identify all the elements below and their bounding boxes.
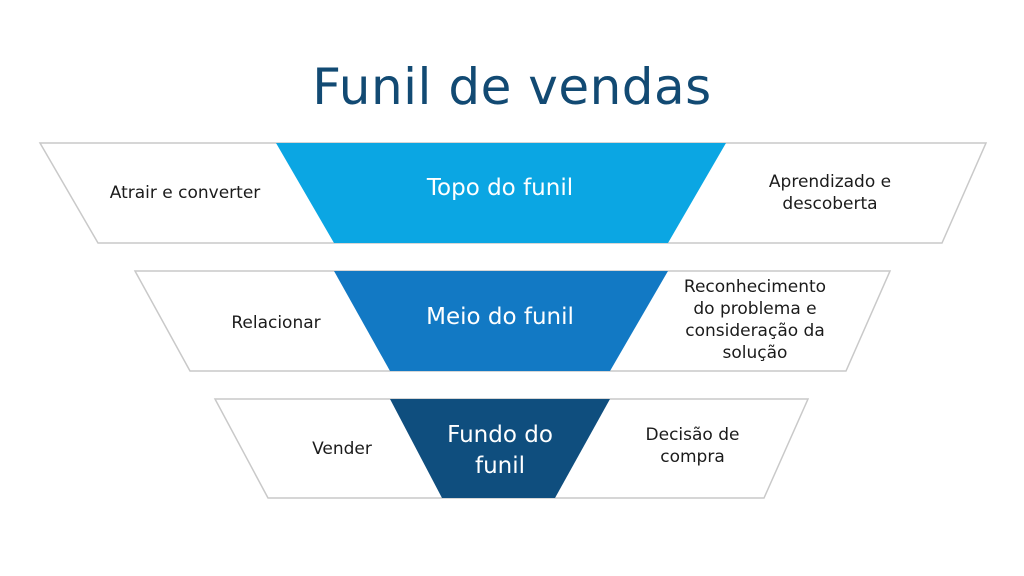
stage-top-right-label: Aprendizado e descoberta	[768, 172, 892, 214]
stage-top-name: Topo do funil	[426, 175, 574, 201]
funnel-stage-bottom-shape	[390, 399, 610, 498]
stage-middle-right-label: Reconhecimento do problema e consideraçã…	[683, 277, 827, 363]
page-title: Funil de vendas	[312, 58, 712, 116]
stage-middle-name: Meio do funil	[426, 304, 574, 330]
stage-middle-left-label: Relacionar	[231, 313, 321, 333]
funnel-stage-top-shape	[276, 143, 726, 243]
stage-bottom-right-label: Decisão de compra	[645, 425, 740, 467]
stage-bottom-left-label: Vender	[312, 439, 372, 459]
stage-top-left-label: Atrair e converter	[109, 183, 261, 203]
funnel-stage-middle-shape	[334, 271, 668, 371]
stage-bottom-name: Fundo do funil	[447, 422, 553, 479]
